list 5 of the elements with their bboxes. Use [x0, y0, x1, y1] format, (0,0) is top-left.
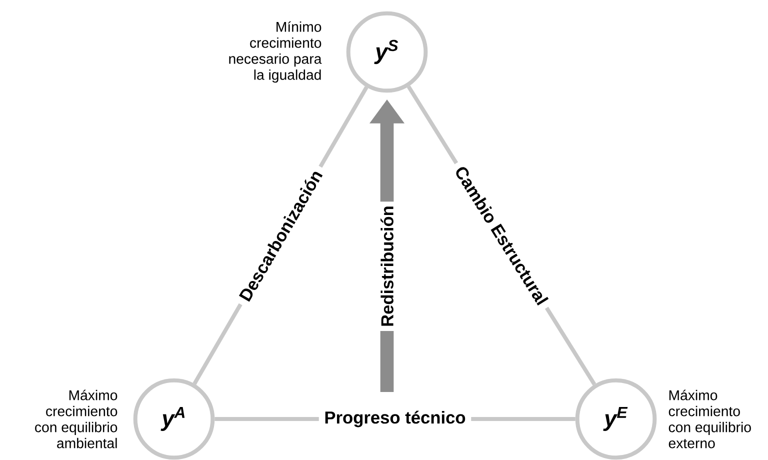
edge-label: Redistribución	[376, 202, 398, 331]
caption-text: Máximo crecimiento con equilibrio externo	[668, 390, 751, 448]
caption-text: Mínimo crecimiento necesario para la igualdad	[229, 21, 322, 83]
edge-label: Progreso técnico	[318, 405, 472, 433]
caption-text: Máximo crecimiento con equilibrio ambiental	[35, 390, 118, 448]
